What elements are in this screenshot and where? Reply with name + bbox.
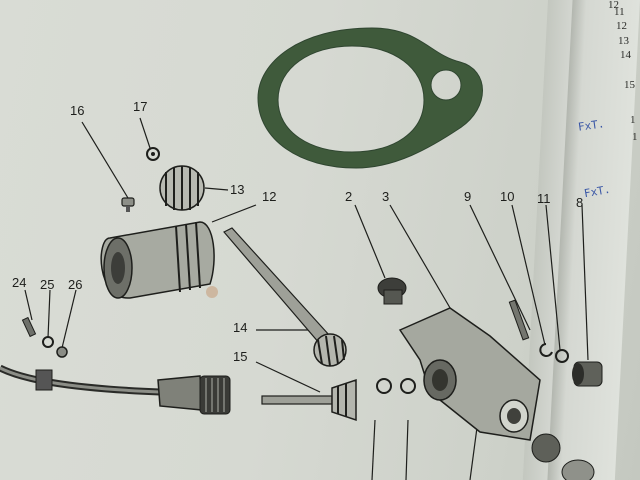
drive-cable <box>0 364 231 415</box>
part-8-bush <box>572 361 603 387</box>
part-12-housing <box>100 221 215 299</box>
paper-stain <box>206 286 218 298</box>
callout-10: 10 <box>500 189 515 204</box>
margin-index-12-top: 12 <box>608 0 619 11</box>
part-26-nut <box>56 346 68 358</box>
bottom-washers <box>376 378 595 480</box>
callout-24: 24 <box>12 275 27 290</box>
part-24-pin <box>21 316 37 338</box>
callout-14: 14 <box>233 320 248 335</box>
callout-3: 3 <box>382 189 390 204</box>
margin-index-13: 13 <box>618 35 629 47</box>
margin-index-14: 14 <box>620 49 631 61</box>
callout-2: 2 <box>345 189 353 204</box>
callout-26: 26 <box>68 277 83 292</box>
gasket-illustration <box>257 27 483 169</box>
callout-17: 17 <box>133 99 148 114</box>
margin-index-12: 12 <box>616 20 627 32</box>
margin-index-1b: 1 <box>632 131 638 143</box>
callout-13: 13 <box>230 182 245 197</box>
callout-11: 11 <box>537 191 551 206</box>
callout-12: 12 <box>262 189 277 204</box>
margin-index-1a: 1 <box>630 114 636 126</box>
part-13-gear <box>159 165 205 211</box>
part-16-screw <box>121 197 135 212</box>
callout-15: 15 <box>233 349 248 364</box>
callout-16: 16 <box>70 103 85 118</box>
part-9-pin <box>508 299 530 341</box>
part-2-plug <box>377 277 407 305</box>
margin-index-11: 11 <box>614 6 625 18</box>
part-15-shaft <box>261 378 357 422</box>
part-14-shaft <box>223 227 347 367</box>
margin-index-15: 15 <box>624 79 635 91</box>
handwritten-note-1: FxT. <box>577 117 606 134</box>
callout-9: 9 <box>464 189 472 204</box>
callout-8: 8 <box>576 195 584 210</box>
part-11-washer <box>555 349 569 363</box>
part-3-gearbox-body <box>398 307 541 441</box>
leader-lines <box>24 117 589 480</box>
part-10-clip <box>539 343 553 357</box>
part-17-circlip <box>146 147 160 161</box>
part-25-washer <box>42 336 54 348</box>
callout-25: 25 <box>40 277 55 292</box>
